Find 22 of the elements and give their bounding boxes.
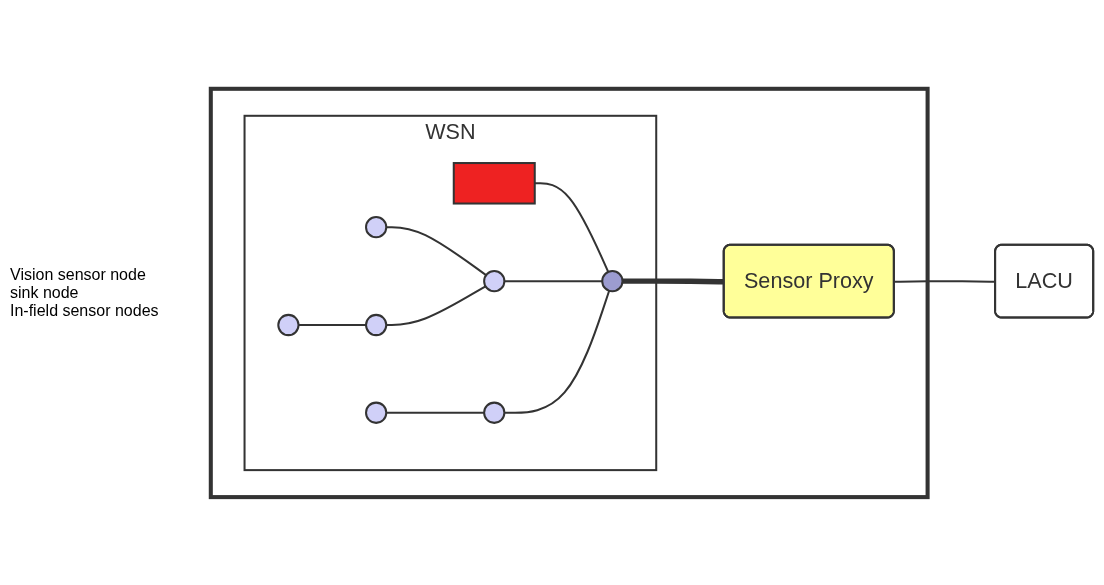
connector	[504, 279, 603, 282]
node-circle	[601, 269, 624, 292]
cluster: WSN	[243, 114, 658, 471]
node-circle	[277, 313, 300, 336]
connector	[298, 323, 367, 326]
node-box	[452, 161, 536, 205]
node-circle	[365, 215, 388, 238]
node-circle	[483, 401, 506, 424]
node-circle	[483, 269, 506, 292]
connector	[504, 289, 611, 414]
connector	[534, 181, 610, 272]
connector	[386, 411, 485, 414]
cluster	[208, 86, 930, 499]
connector	[386, 225, 487, 276]
annotation-text: sink node	[10, 283, 80, 302]
connector	[622, 278, 725, 285]
annotation-text: In-field sensor nodes	[10, 301, 160, 320]
connector	[894, 279, 996, 283]
node-circle	[365, 401, 388, 424]
connector	[386, 284, 487, 326]
node-circle	[365, 313, 388, 336]
annotation-text: Vision sensor node	[10, 265, 147, 284]
